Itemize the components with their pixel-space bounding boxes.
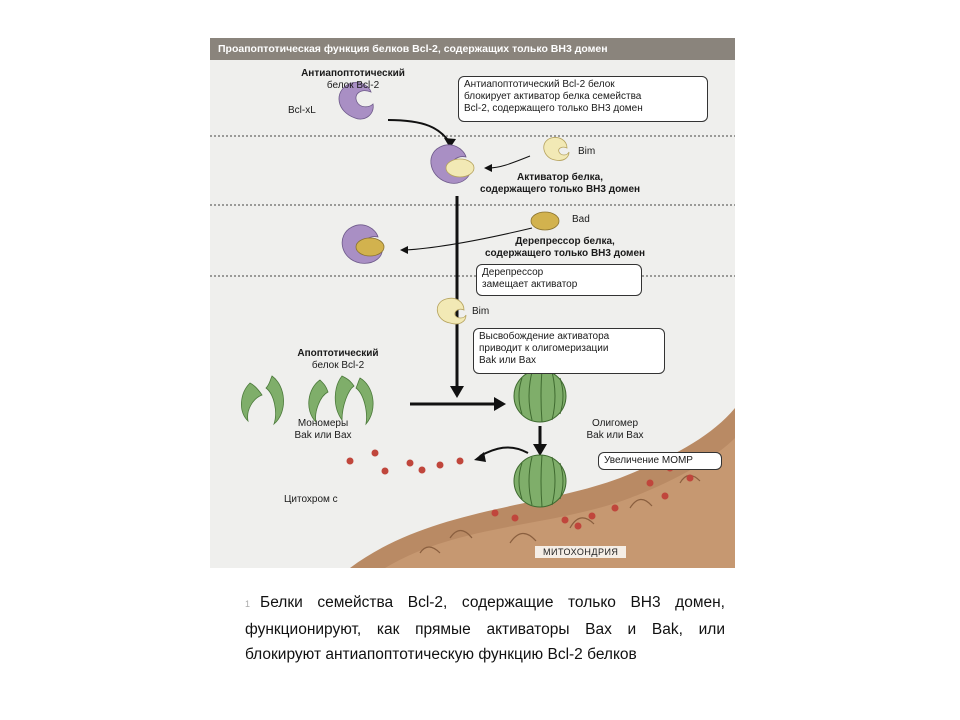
figure-title: Проапоптотическая функция белков Bcl-2, … bbox=[210, 38, 735, 60]
bclxl-label: Bcl-xL bbox=[288, 105, 316, 116]
apoptotic-line2: белок Bcl-2 bbox=[311, 360, 365, 371]
apoptotic-label: Апоптотический белок Bcl-2 bbox=[278, 348, 398, 372]
apoptotic-line1: Апоптотический bbox=[297, 348, 379, 359]
bim-label-top: Bim bbox=[578, 146, 596, 157]
box1-line3: Bcl-2, содержащего только ВН3 домен bbox=[464, 103, 643, 114]
bak-bax-monomers bbox=[241, 375, 374, 426]
bclxl-protein-top bbox=[338, 81, 374, 120]
activator-line1: Активатор белка, bbox=[516, 172, 604, 183]
box3-line2: приводит к олигомеризации bbox=[479, 343, 609, 354]
bad-label: Bad bbox=[572, 214, 590, 225]
box3-line1: Высвобождение активатора bbox=[479, 331, 610, 342]
oligomer-line1: Олигомер bbox=[591, 418, 639, 429]
monomers-label: Мономеры Bak или Bax bbox=[278, 418, 368, 442]
info-box-3: Высвобождение активатора приводит к олиг… bbox=[473, 328, 665, 374]
caption-text: Белки семейства Bcl-2, содержащие только… bbox=[245, 594, 725, 663]
anti-apoptotic-line2: белок Bcl-2 bbox=[326, 80, 380, 91]
oligomer-top bbox=[513, 369, 567, 423]
derepressor-line2: содержащего только ВН3 домен bbox=[484, 248, 646, 259]
momp-box: Увеличение МОМР bbox=[598, 452, 722, 470]
bim-label-mid: Bim bbox=[472, 306, 490, 317]
box2-line1: Дерепрессор bbox=[482, 267, 544, 278]
bim-protein-middle bbox=[437, 297, 467, 325]
anti-apoptotic-label: Антиапоптотический белок Bcl-2 bbox=[288, 68, 418, 92]
anti-apoptotic-line1: Антиапоптотический bbox=[301, 68, 405, 79]
bad-protein bbox=[530, 211, 560, 231]
apoptosis-diagram bbox=[210, 81, 735, 568]
figure-panel: Проапоптотическая функция белков Bcl-2, … bbox=[210, 38, 735, 568]
caption-prefix: 1 bbox=[245, 599, 251, 609]
oligomer-label: Олигомер Bak или Bax bbox=[570, 418, 660, 442]
oligomer-membrane bbox=[513, 454, 567, 508]
info-box-1: Антиапоптотический Bcl-2 белок блокирует… bbox=[458, 76, 708, 122]
mitochondrion-inner bbox=[385, 438, 735, 568]
derepressor-line1: Дерепрессор белка, bbox=[515, 236, 615, 247]
box3-line3: Bak или Bax bbox=[479, 355, 537, 366]
derepressor-label: Дерепрессор белка, содержащего только ВН… bbox=[465, 236, 665, 260]
box1-line1: Антиапоптотический Bcl-2 белок bbox=[464, 79, 615, 90]
monomers-line1: Мономеры bbox=[297, 418, 349, 429]
mitochondria-label: МИТОХОНДРИЯ bbox=[535, 546, 627, 558]
monomers-line2: Bak или Bax bbox=[294, 430, 352, 441]
info-box-2: Дерепрессор замещает активатор bbox=[476, 264, 642, 296]
box1-line2: блокирует активатор белка семейства bbox=[464, 91, 642, 102]
activator-line2: содержащего только ВН3 домен bbox=[479, 184, 641, 195]
bim-protein-top bbox=[543, 137, 570, 161]
bclxl-bim-complex bbox=[430, 144, 475, 184]
activator-label: Активатор белка, содержащего только ВН3 … bbox=[465, 172, 655, 196]
box2-line2: замещает активатор bbox=[482, 279, 578, 290]
bclxl-bad-complex bbox=[341, 224, 385, 264]
separators bbox=[210, 135, 735, 277]
mitochondrion-cristae bbox=[419, 474, 701, 554]
oligomer-line2: Bak или Bax bbox=[586, 430, 644, 441]
cytochrome-label: Цитохром с bbox=[284, 494, 338, 505]
